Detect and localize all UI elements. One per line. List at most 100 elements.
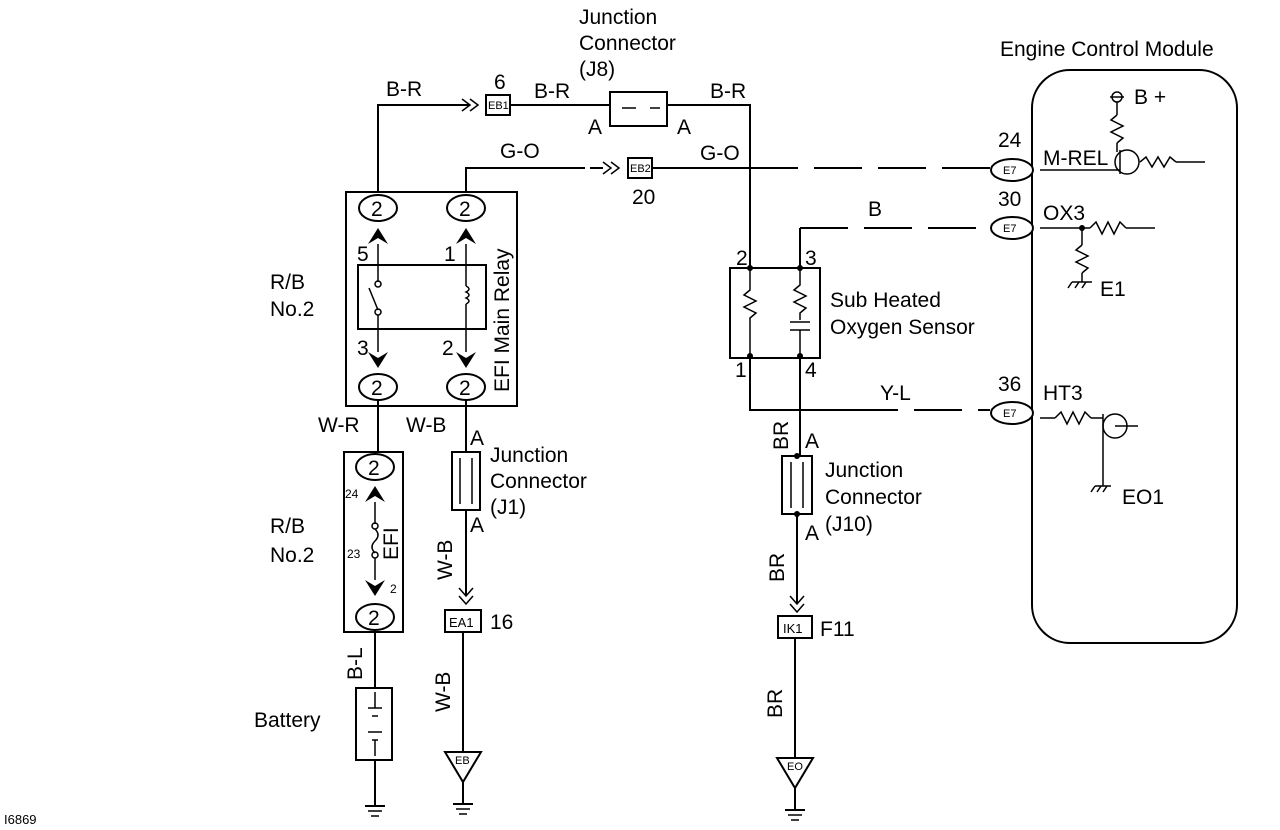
- svg-text:Junction: Junction: [490, 444, 568, 467]
- m-rel-transistor: [1114, 149, 1140, 175]
- svg-text:30: 30: [998, 188, 1021, 211]
- wire-b-l-label: B-L: [344, 647, 367, 680]
- svg-text:(J10): (J10): [825, 513, 873, 536]
- svg-text:23: 23: [347, 547, 361, 561]
- svg-text:G-O: G-O: [700, 142, 740, 165]
- svg-text:A: A: [470, 427, 484, 450]
- ecm-terminal-ox3: 30 E7 OX3: [990, 188, 1085, 240]
- ox3-label: OX3: [1043, 202, 1085, 225]
- svg-text:2: 2: [459, 198, 471, 221]
- svg-text:5: 5: [357, 243, 369, 266]
- connector-eb1: 6 EB1: [485, 71, 511, 116]
- efi-fuse: [371, 528, 379, 554]
- ht3-label: HT3: [1043, 382, 1083, 405]
- svg-text:BR: BR: [770, 421, 793, 450]
- ht3-resistor: [1054, 410, 1092, 426]
- svg-text:20: 20: [632, 186, 655, 209]
- svg-text:W-B: W-B: [406, 414, 446, 437]
- svg-text:BR: BR: [766, 553, 789, 582]
- connector-eb2: EB2 20: [627, 157, 655, 209]
- svg-text:Connector: Connector: [579, 32, 676, 55]
- svg-text:No.2: No.2: [270, 298, 314, 321]
- svg-text:Junction: Junction: [579, 6, 657, 29]
- ecm-title: Engine Control Module: [1000, 38, 1214, 61]
- svg-text:(J1): (J1): [490, 496, 526, 519]
- m-rel-label: M-REL: [1043, 147, 1108, 170]
- svg-text:Oxygen Sensor: Oxygen Sensor: [830, 316, 975, 339]
- svg-text:24: 24: [345, 487, 359, 501]
- efi-fuse-label: EFI: [380, 527, 403, 560]
- svg-text:Y-L: Y-L: [880, 382, 911, 405]
- figure-id: I6869: [4, 812, 37, 827]
- svg-text:G-O: G-O: [500, 140, 540, 163]
- svg-text:2: 2: [368, 457, 380, 480]
- svg-text:2: 2: [442, 337, 454, 360]
- svg-text:F11: F11: [820, 618, 855, 641]
- svg-text:2: 2: [368, 607, 380, 630]
- svg-text:R/B: R/B: [270, 271, 305, 294]
- svg-text:(J8): (J8): [579, 58, 615, 81]
- pullup-resistor: [1109, 114, 1125, 144]
- svg-text:W-B: W-B: [432, 672, 455, 712]
- svg-text:B: B: [868, 198, 882, 221]
- b-plus-label: B +: [1134, 86, 1166, 109]
- svg-text:16: 16: [490, 611, 513, 634]
- svg-text:2: 2: [371, 198, 383, 221]
- svg-text:E7: E7: [1003, 408, 1016, 420]
- svg-text:A: A: [805, 522, 819, 545]
- svg-text:3: 3: [805, 247, 817, 270]
- junction-connector-j8: Junction Connector (J8) A A: [579, 6, 691, 139]
- wire-w-b: W-B: [406, 400, 467, 452]
- sub-heated-oxygen-sensor: 2 3 1 4 Sub Heated Oxygen Sensor: [729, 247, 975, 382]
- svg-text:B-R: B-R: [386, 78, 422, 101]
- battery: B-L Battery: [254, 630, 393, 817]
- svg-text:A: A: [470, 514, 484, 537]
- svg-text:6: 6: [494, 71, 506, 94]
- svg-text:2: 2: [736, 247, 748, 270]
- svg-text:R/B: R/B: [270, 515, 305, 538]
- svg-text:EA1: EA1: [449, 615, 474, 630]
- ecm-outline: [1031, 69, 1238, 644]
- svg-text:Junction: Junction: [825, 459, 903, 482]
- svg-text:2: 2: [371, 377, 383, 400]
- svg-text:EB2: EB2: [630, 163, 651, 175]
- ground-eb-label: EB: [455, 755, 470, 767]
- fuse-block-rb-no2: R/B No.2 2 24 23 EFI 2 2: [270, 451, 404, 633]
- ecm-terminal-ht3: 36 E7 HT3: [990, 373, 1083, 425]
- svg-text:E7: E7: [1003, 165, 1016, 177]
- relay-coil: [464, 285, 470, 305]
- svg-text:36: 36: [998, 373, 1021, 396]
- svg-text:EB1: EB1: [488, 100, 509, 112]
- battery-label: Battery: [254, 709, 321, 732]
- ox3-resistor: [1089, 220, 1127, 236]
- svg-text:4: 4: [805, 359, 817, 382]
- svg-text:IK1: IK1: [783, 621, 803, 636]
- svg-text:3: 3: [357, 337, 369, 360]
- svg-text:Connector: Connector: [490, 470, 587, 493]
- wire-b: B: [799, 198, 990, 268]
- svg-text:No.2: No.2: [270, 544, 314, 567]
- relay-block-rb-no2: R/B No.2 2 2 2 2 5 1 3 2 EFI Main Relay: [270, 191, 518, 407]
- efi-main-relay-label: EFI Main Relay: [491, 248, 514, 392]
- wire-b-r: B-R B-R: [377, 78, 610, 192]
- svg-text:Sub Heated: Sub Heated: [830, 289, 941, 312]
- svg-text:A: A: [805, 430, 819, 453]
- junction-connector-j10: A Junction Connector (J10) A BR: [766, 430, 922, 614]
- wire-w-b-vertical-label: W-B: [434, 540, 457, 580]
- svg-text:1: 1: [735, 359, 747, 382]
- svg-text:B-R: B-R: [534, 80, 570, 103]
- eo1-ground-label: EO1: [1122, 486, 1164, 509]
- svg-text:A: A: [588, 116, 602, 139]
- efi-main-relay: [357, 264, 487, 330]
- wire-g-o: G-O G-O: [465, 140, 990, 192]
- svg-text:E7: E7: [1003, 223, 1016, 235]
- svg-text:BR: BR: [764, 689, 787, 718]
- engine-control-module: Engine Control Module B + E1: [1000, 38, 1238, 644]
- e1-ground-label: E1: [1100, 278, 1126, 301]
- junction-connector-j1: A Junction Connector (J1) A W-B: [434, 427, 587, 606]
- svg-text:W-R: W-R: [318, 414, 360, 437]
- sensor-heater: [742, 268, 758, 356]
- svg-text:1: 1: [444, 243, 456, 266]
- connector-ea1: EA1 16 W-B EB: [432, 609, 513, 815]
